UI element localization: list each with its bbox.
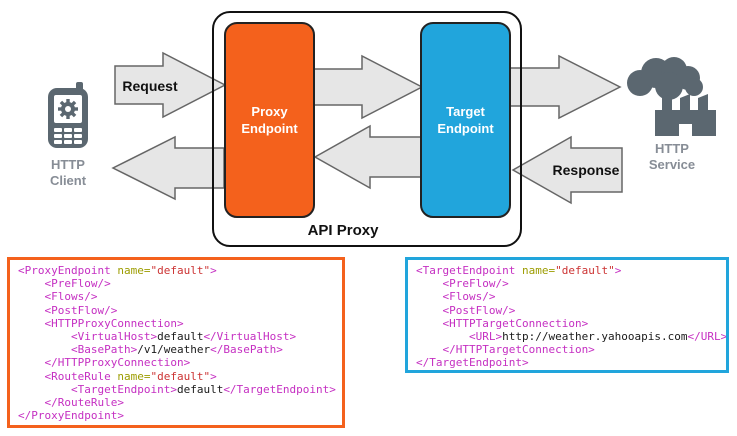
proxy-endpoint-xml-snippet: <ProxyEndpoint name="default"> <PreFlow/… <box>7 257 345 428</box>
factory-cloud-icon <box>627 57 716 136</box>
response-arrow-icon <box>511 135 623 205</box>
request-arrow-icon <box>114 51 227 119</box>
proxy-to-client-arrow-icon <box>111 135 225 201</box>
http-client-label: HTTP Client <box>49 157 87 188</box>
response-label: Response <box>552 162 620 178</box>
target-endpoint-xml-snippet: <TargetEndpoint name="default"> <PreFlow… <box>405 257 729 373</box>
flow-arrows <box>111 51 623 205</box>
http-service-node: HTTP Service <box>622 56 722 173</box>
proxy-endpoint-label: Proxy Endpoint <box>241 104 298 136</box>
gear-icon <box>58 99 78 119</box>
target-endpoint-label: Target Endpoint <box>437 104 494 136</box>
api-proxy-label: API Proxy <box>307 222 379 239</box>
http-client-node: HTTP Client <box>28 82 108 189</box>
target-to-proxy-arrow-icon <box>313 124 423 190</box>
api-proxy-flow-diagram: Proxy Endpoint Target Endpoint API Proxy… <box>28 11 722 247</box>
target-to-service-arrow-icon <box>508 54 622 120</box>
proxy-endpoint-box: Proxy Endpoint <box>224 22 315 218</box>
request-label: Request <box>122 78 178 94</box>
mobile-phone-icon <box>48 82 88 148</box>
proxy-to-target-arrow-icon <box>313 54 424 120</box>
target-endpoint-box: Target Endpoint <box>420 22 511 218</box>
http-service-label: HTTP Service <box>648 141 696 172</box>
api-proxy-container <box>212 11 522 247</box>
